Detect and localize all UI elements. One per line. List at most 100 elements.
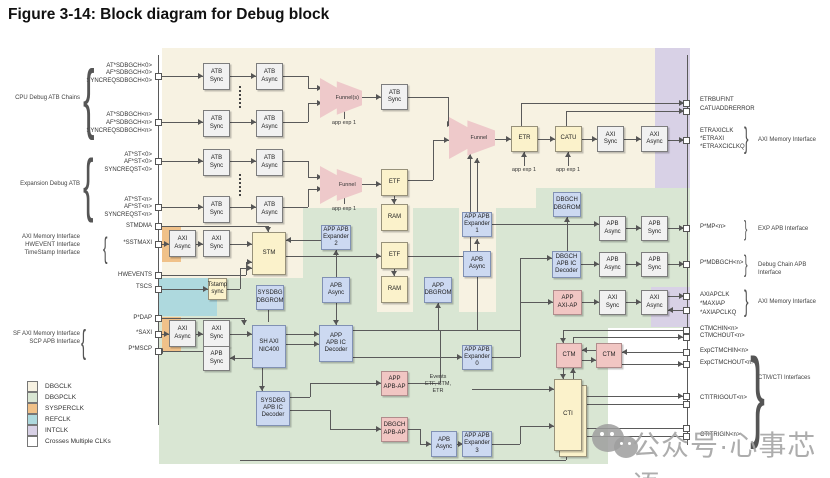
legend-swatch <box>27 381 38 392</box>
annotation-label: app exp 1 <box>555 167 581 173</box>
axi-sync-block: AXI Sync <box>203 230 230 257</box>
arrowhead <box>592 136 597 142</box>
refclk-region <box>159 278 217 316</box>
repeat-ellipsis <box>239 174 241 196</box>
port <box>155 204 162 211</box>
port <box>683 433 690 440</box>
atb-async-block: ATB Async <box>256 110 283 137</box>
wire <box>308 177 322 178</box>
wire <box>268 310 269 322</box>
wire <box>158 226 268 227</box>
etf-block: ETF <box>381 169 408 196</box>
interface-group-label: AXI Memory Interface <box>758 137 817 143</box>
signal-label: SYNCREQST<n> <box>104 212 152 218</box>
wire <box>472 389 554 390</box>
wire <box>440 330 441 383</box>
arrowhead <box>564 217 570 222</box>
wire <box>520 258 521 357</box>
port <box>683 100 690 107</box>
axi-async-block: AXI Async <box>169 230 196 257</box>
arrowhead <box>247 241 252 247</box>
port <box>155 272 162 279</box>
signal-label: *ETRAXI <box>700 136 725 142</box>
wire <box>286 344 319 345</box>
arrowhead <box>317 174 322 180</box>
wire <box>420 429 421 444</box>
wire <box>668 264 684 265</box>
signal-label: ETRAXICLK <box>700 128 734 134</box>
wire <box>353 330 520 331</box>
arrowhead <box>457 354 462 360</box>
arrowhead <box>594 299 599 305</box>
watermark-text: 公众号·心事芯语 <box>632 430 817 478</box>
arrowhead <box>549 386 554 392</box>
ctm-block: CTM <box>556 343 582 368</box>
wire <box>310 383 381 384</box>
arrowhead <box>286 237 291 243</box>
wire <box>521 103 684 104</box>
wire <box>308 88 322 89</box>
stm-block: STM <box>252 232 286 275</box>
arrowhead <box>241 320 247 325</box>
interface-group-label: SF AXI Memory Interface SCP APB Interfac… <box>12 331 80 345</box>
arrowhead <box>198 73 203 79</box>
wire <box>286 240 321 241</box>
etr-block: ETR <box>511 126 538 152</box>
arrowhead <box>594 261 599 267</box>
signal-label: SYNCREQSDBGCH<0> <box>86 78 152 84</box>
wire <box>158 318 244 319</box>
wire <box>538 139 555 140</box>
arrowhead <box>582 347 587 353</box>
wire <box>308 103 309 122</box>
interface-group-label: Expansion Debug ATB <box>20 181 80 187</box>
interface-group-label: CTM/CTI Interfaces <box>758 375 811 381</box>
signal-label: CATUADDRERROR <box>700 106 755 112</box>
wire <box>158 122 203 123</box>
arrowhead <box>314 341 319 347</box>
port <box>683 425 690 432</box>
atb-async-block: ATB Async <box>256 196 283 223</box>
arrowhead <box>549 423 554 429</box>
apb-async-block: APB Async <box>599 216 626 241</box>
wire <box>336 250 337 277</box>
apb-async-block: APB Async <box>322 277 350 303</box>
wire <box>568 152 569 166</box>
apb-sync-block: APB Sync <box>641 216 668 241</box>
app-axi-ap-block: APP AXI-AP <box>553 290 582 315</box>
arrowhead <box>679 293 684 299</box>
wire <box>477 277 478 330</box>
app-apb-ic-decoder-block: APP APB IC Decoder <box>319 325 353 362</box>
wire <box>158 244 169 245</box>
dbgch-apb-ap-block: DBGCH APB-AP <box>381 417 408 442</box>
arrowhead <box>550 136 555 142</box>
wire <box>433 140 434 180</box>
port <box>683 361 690 368</box>
signal-label: TSCS <box>135 284 152 290</box>
arrowhead <box>521 152 527 157</box>
wire <box>563 368 564 379</box>
arrowhead <box>444 137 449 143</box>
dbgch-dbgrom-block: DBGCH DBGROM <box>553 192 581 217</box>
arrowhead <box>570 368 576 373</box>
interface-group-label: EXP APB Interface <box>758 226 809 232</box>
app-apb-expander-0-block: APP APB Expander 0 <box>462 345 492 370</box>
wire <box>240 268 241 289</box>
signal-label: ExpCTMCHIN<n> <box>700 348 749 354</box>
wire <box>330 410 331 429</box>
wire <box>573 368 574 379</box>
arrowhead <box>376 426 381 432</box>
wire <box>668 228 684 229</box>
wire <box>524 152 525 166</box>
wire <box>520 426 554 427</box>
wire <box>158 351 203 352</box>
arrowhead <box>203 286 208 292</box>
wire <box>158 289 208 290</box>
arrowhead <box>474 239 480 244</box>
arrowhead <box>668 307 673 313</box>
atb-sync-block: ATB Sync <box>203 110 230 137</box>
wire <box>308 189 309 207</box>
arrowhead <box>679 137 684 143</box>
wire <box>353 357 462 358</box>
arrowhead <box>474 158 480 163</box>
tstamp-sync-block: Tstamp sync <box>208 278 227 300</box>
